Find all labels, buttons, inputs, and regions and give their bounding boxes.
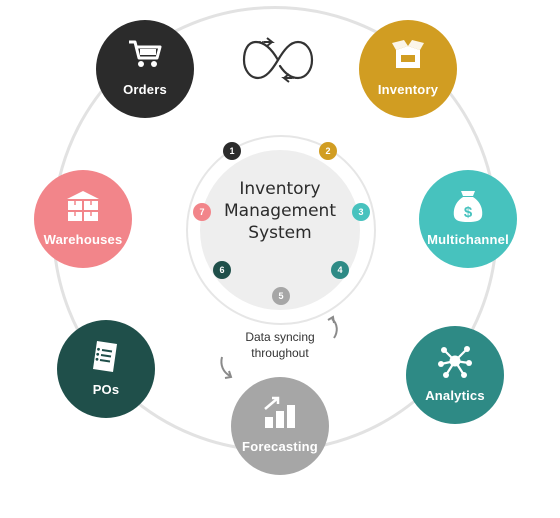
node-multichannel: $ Multichannel — [419, 170, 517, 268]
node-label: Multichannel — [427, 232, 509, 247]
node-inventory: Inventory — [359, 20, 457, 118]
caption-line: Data syncing — [245, 330, 315, 344]
step-badge: 3 — [352, 203, 370, 221]
step-badge: 2 — [319, 142, 337, 160]
sync-loop-icon — [242, 37, 314, 83]
money-bag-icon: $ — [453, 191, 483, 222]
warehouse-boxes-icon — [67, 191, 99, 221]
node-analytics: Analytics — [406, 326, 504, 424]
step-badge: 7 — [193, 203, 211, 221]
step-badge: 5 — [272, 287, 290, 305]
node-orders: Orders — [96, 20, 194, 118]
node-label: Orders — [123, 82, 167, 97]
center-title: Inventory Management System — [200, 178, 360, 244]
center-title-line: Management — [224, 201, 336, 221]
document-icon — [93, 341, 117, 372]
center-title-line: Inventory — [239, 179, 321, 199]
node-label: Forecasting — [242, 439, 318, 454]
node-warehouses: Warehouses — [34, 170, 132, 268]
node-label: Analytics — [425, 388, 485, 403]
svg-text:$: $ — [464, 204, 473, 221]
inner-ring — [186, 135, 376, 325]
center-title-line: System — [248, 223, 312, 243]
core-circle — [200, 150, 360, 310]
node-forecasting: Forecasting — [231, 377, 329, 475]
node-pos: POs — [57, 320, 155, 418]
step-badge: 4 — [331, 261, 349, 279]
node-label: Warehouses — [43, 232, 123, 247]
sync-caption: Data syncing throughout — [230, 329, 330, 361]
network-icon — [438, 346, 472, 378]
box-icon — [392, 40, 424, 68]
step-badge: 6 — [213, 261, 231, 279]
step-badge: 1 — [223, 142, 241, 160]
curved-arrow-up-icon — [327, 315, 338, 339]
node-label: POs — [92, 382, 120, 397]
caption-line: throughout — [251, 346, 309, 360]
chart-icon — [264, 396, 295, 428]
cart-icon — [129, 40, 162, 67]
node-label: Inventory — [377, 82, 439, 97]
curved-arrow-down-icon — [220, 356, 233, 379]
